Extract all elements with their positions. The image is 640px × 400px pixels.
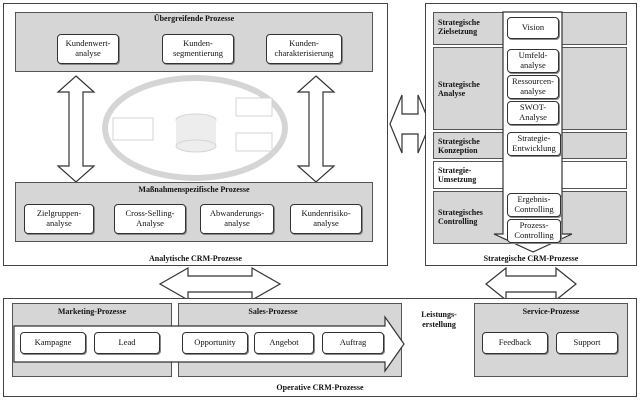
analytic-bottom-header: Maßnahmenspezifische Prozesse bbox=[138, 185, 250, 194]
opportunity-box: Opportunity bbox=[182, 332, 248, 354]
zielgruppenanalyse-box: Zielgruppen- analyse bbox=[24, 204, 94, 234]
angebot-box: Angebot bbox=[254, 332, 314, 354]
strategic-label-umsetzung: Strategie- Umsetzung bbox=[438, 166, 477, 185]
strategic-label-analyse: Strategische Analyse bbox=[438, 80, 480, 99]
kundensegmentierung-box: Kunden- segmentierung bbox=[162, 34, 234, 64]
prozess-controlling-box: Prozess- Controlling bbox=[507, 219, 561, 243]
ressourcenanalyse-box: Ressourcen- analyse bbox=[507, 75, 559, 99]
leistungserstellung-label: Leistungs- erstellung bbox=[421, 310, 457, 329]
service-header: Service-Prozesse bbox=[522, 307, 580, 316]
umfeldanalyse-box: Umfeld- analyse bbox=[507, 49, 559, 73]
analytic-top-header: Übergreifende Prozesse bbox=[153, 14, 235, 23]
strategic-label-controlling: Strategisches Controlling bbox=[438, 208, 483, 227]
operative-caption: Operative CRM-Prozesse bbox=[276, 383, 364, 392]
kundenwertanalyse-box: Kundenwert- analyse bbox=[57, 34, 119, 64]
support-box: Support bbox=[556, 332, 618, 354]
strategic-caption: Strategische CRM-Prozesse bbox=[483, 254, 579, 263]
analytic-caption: Analytische CRM-Prozesse bbox=[149, 254, 242, 263]
feedback-box: Feedback bbox=[482, 332, 548, 354]
swot-analyse-box: SWOT- Analyse bbox=[507, 101, 559, 125]
strategic-label-konzeption: Strategische Konzeption bbox=[438, 137, 480, 156]
abwanderungsanalyse-box: Abwanderungs- analyse bbox=[200, 204, 274, 234]
kundenrisikoanalyse-box: Kundenrisiko- analyse bbox=[290, 204, 362, 234]
ergebnis-controlling-box: Ergebnis- Controlling bbox=[507, 193, 561, 217]
vision-box: Vision bbox=[507, 17, 559, 39]
lead-box: Lead bbox=[94, 332, 160, 354]
sales-header: Sales-Prozesse bbox=[248, 307, 298, 316]
strategic-label-zielsetzung: Strategische Zielsetzung bbox=[438, 18, 480, 37]
strategie-entwicklung-box: Strategie- Entwicklung bbox=[507, 132, 561, 156]
cross-selling-analyse-box: Cross-Selling- Analyse bbox=[114, 204, 186, 234]
kampagne-box: Kampagne bbox=[20, 332, 86, 354]
marketing-header: Marketing-Prozesse bbox=[57, 307, 127, 316]
auftrag-box: Auftrag bbox=[322, 332, 384, 354]
kundencharakterisierung-box: Kunden- charakterisierung bbox=[266, 34, 342, 64]
